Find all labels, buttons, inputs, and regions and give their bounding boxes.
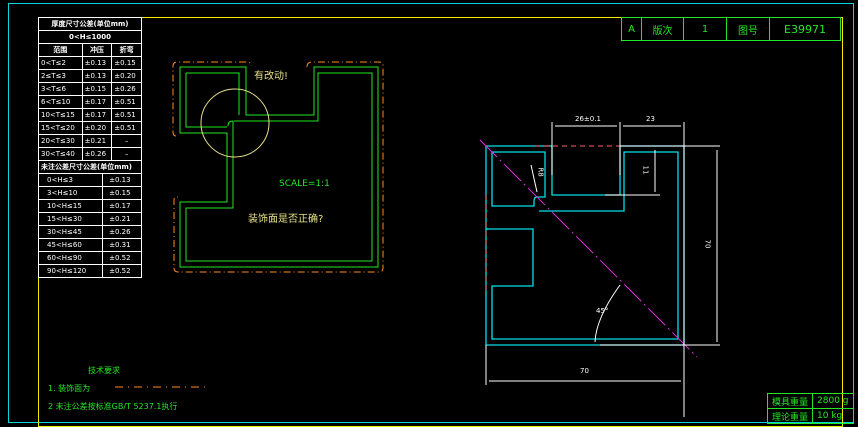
profile-inner-line	[185, 72, 373, 262]
part-no-value: E39971	[769, 17, 841, 41]
radius-dimension-text: R8	[536, 167, 545, 177]
cell: 2800 g	[812, 393, 854, 409]
dimension-text: 23	[646, 115, 655, 123]
table-row: 0<H≤3±0.13	[37, 173, 142, 187]
table-row: 30<H≤45±0.26	[37, 225, 142, 239]
cell: ±0.26	[102, 225, 142, 239]
table-row: 6<T≤10±0.17±0.51	[38, 95, 142, 109]
change-note-annotation: 有改动!	[254, 71, 289, 82]
profile-outer-line	[179, 66, 379, 268]
cell: ±0.52	[102, 264, 142, 278]
tech-requirement-item: 1. 装饰面为	[48, 384, 91, 393]
outer-contour-dashed	[172, 61, 384, 273]
cad-drawing-canvas	[172, 61, 720, 417]
tech-requirement-item: 2 未注公差按标准GB/T 5237.1执行	[48, 402, 178, 411]
table-row: 10<H≤15±0.17	[37, 199, 142, 213]
table-row: 45<H≤60±0.31	[37, 238, 142, 252]
dimension-text: 11	[641, 165, 650, 175]
angle-dimension-text: 45°	[596, 307, 609, 315]
section-inner-line	[486, 151, 679, 340]
cell: 90<H≤120	[37, 264, 104, 278]
dash-dot-line-legend	[115, 386, 207, 388]
highlight-circle	[200, 88, 270, 158]
height-tolerance-table: 未注公差尺寸公差(单位mm) 0<H≤3±0.13 3<H≤10±0.15 10…	[37, 160, 142, 278]
table-row: 90<H≤120±0.52	[37, 264, 142, 278]
thickness-tolerance-table: 厚度尺寸公差(单位mm) 0<H≤1000 范围 冲压 折弯 0<T≤2±0.1…	[38, 17, 142, 161]
diagonal-centerline	[479, 139, 698, 358]
title-block: A 版次 1 图号 E39971	[621, 17, 841, 41]
cell: 模具重量	[766, 393, 814, 409]
tech-requirements-title: 技术要求	[88, 366, 120, 375]
cell: 理论重量	[766, 408, 814, 424]
cell: 10 kg	[812, 408, 854, 424]
decorative-surface-question: 装饰面是否正确?	[248, 214, 324, 225]
dimension-text: 70	[580, 367, 589, 375]
table-row: 0<T≤2±0.13±0.15	[38, 56, 142, 70]
dimension-text: 26±0.1	[575, 115, 601, 123]
dimension-text: 70	[703, 239, 712, 249]
table-row: 30<T≤40±0.26–	[38, 147, 142, 161]
dimension-lines	[485, 122, 720, 417]
scale-label: SCALE=1:1	[279, 179, 330, 189]
